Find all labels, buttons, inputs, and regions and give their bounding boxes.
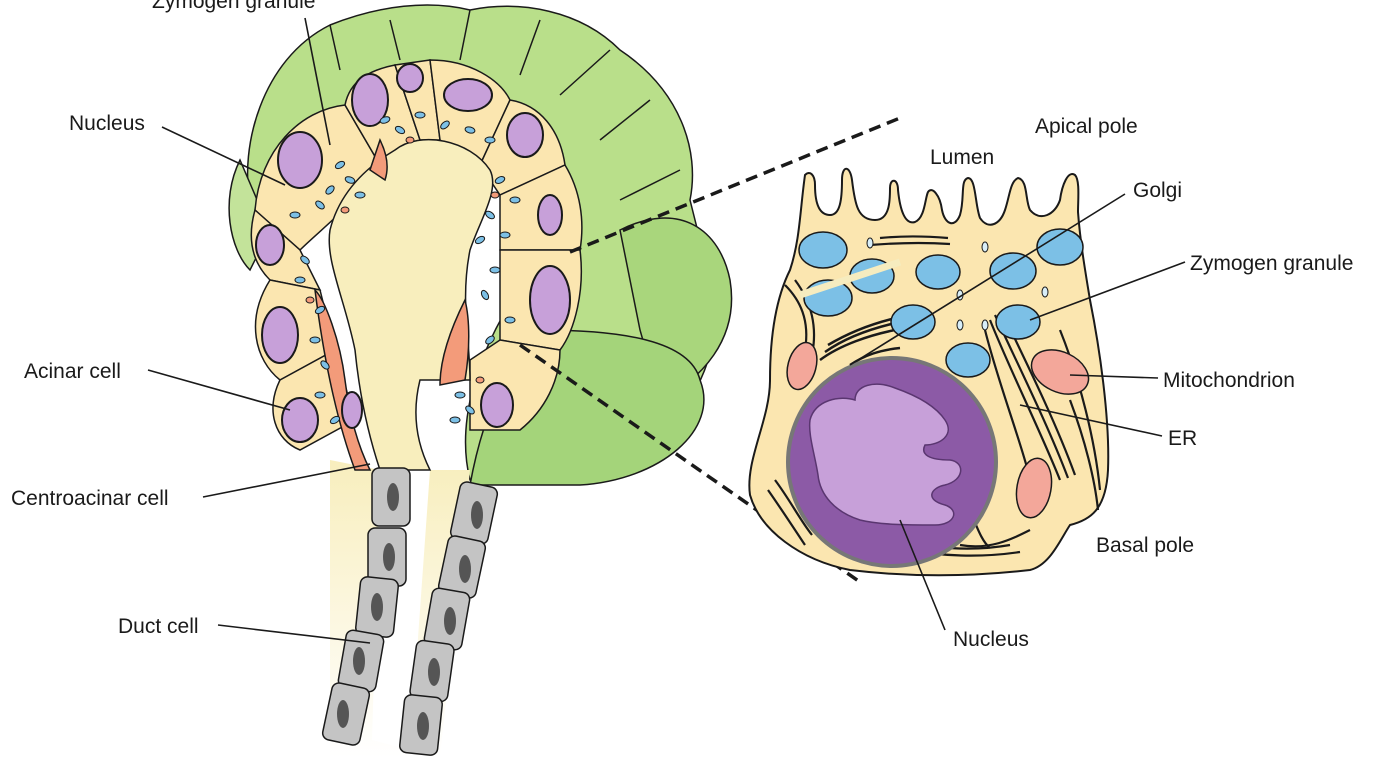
label-lumen: Lumen bbox=[930, 146, 995, 169]
acinar-cell-detail bbox=[748, 167, 1110, 577]
label-nucleus-right: Nucleus bbox=[953, 628, 1029, 651]
acinus bbox=[228, 4, 733, 757]
label-mitochondrion: Mitochondrion bbox=[1163, 369, 1295, 392]
label-er: ER bbox=[1168, 427, 1198, 450]
label-duct-cell: Duct cell bbox=[118, 615, 199, 638]
label-nucleus-left: Nucleus bbox=[69, 112, 145, 135]
duct-cells-left bbox=[321, 467, 411, 746]
duct-cells-right bbox=[399, 481, 499, 756]
label-basal-pole: Basal pole bbox=[1096, 534, 1195, 557]
zymogen-granules-red bbox=[305, 136, 500, 384]
label-acinar-cell: Acinar cell bbox=[24, 360, 121, 383]
acinar-lumen bbox=[328, 138, 494, 471]
label-centroacinar-cell: Centroacinar cell bbox=[11, 487, 169, 510]
mitochondria bbox=[786, 341, 1090, 519]
golgi-highlight bbox=[798, 258, 902, 299]
nucleolus bbox=[808, 383, 962, 526]
label-zymogen-granule-left: Zymogen granule bbox=[152, 0, 316, 13]
centroacinar-cells bbox=[313, 138, 470, 471]
label-zymogen-granule-right: Zymogen granule bbox=[1190, 252, 1354, 275]
vesicles bbox=[866, 237, 1049, 331]
zymogen-granules-small bbox=[289, 111, 521, 425]
leader-lines bbox=[147, 17, 1186, 644]
acinar-nuclei bbox=[255, 63, 571, 443]
label-golgi: Golgi bbox=[1133, 179, 1183, 202]
label-apical-pole: Apical pole bbox=[1035, 115, 1138, 138]
